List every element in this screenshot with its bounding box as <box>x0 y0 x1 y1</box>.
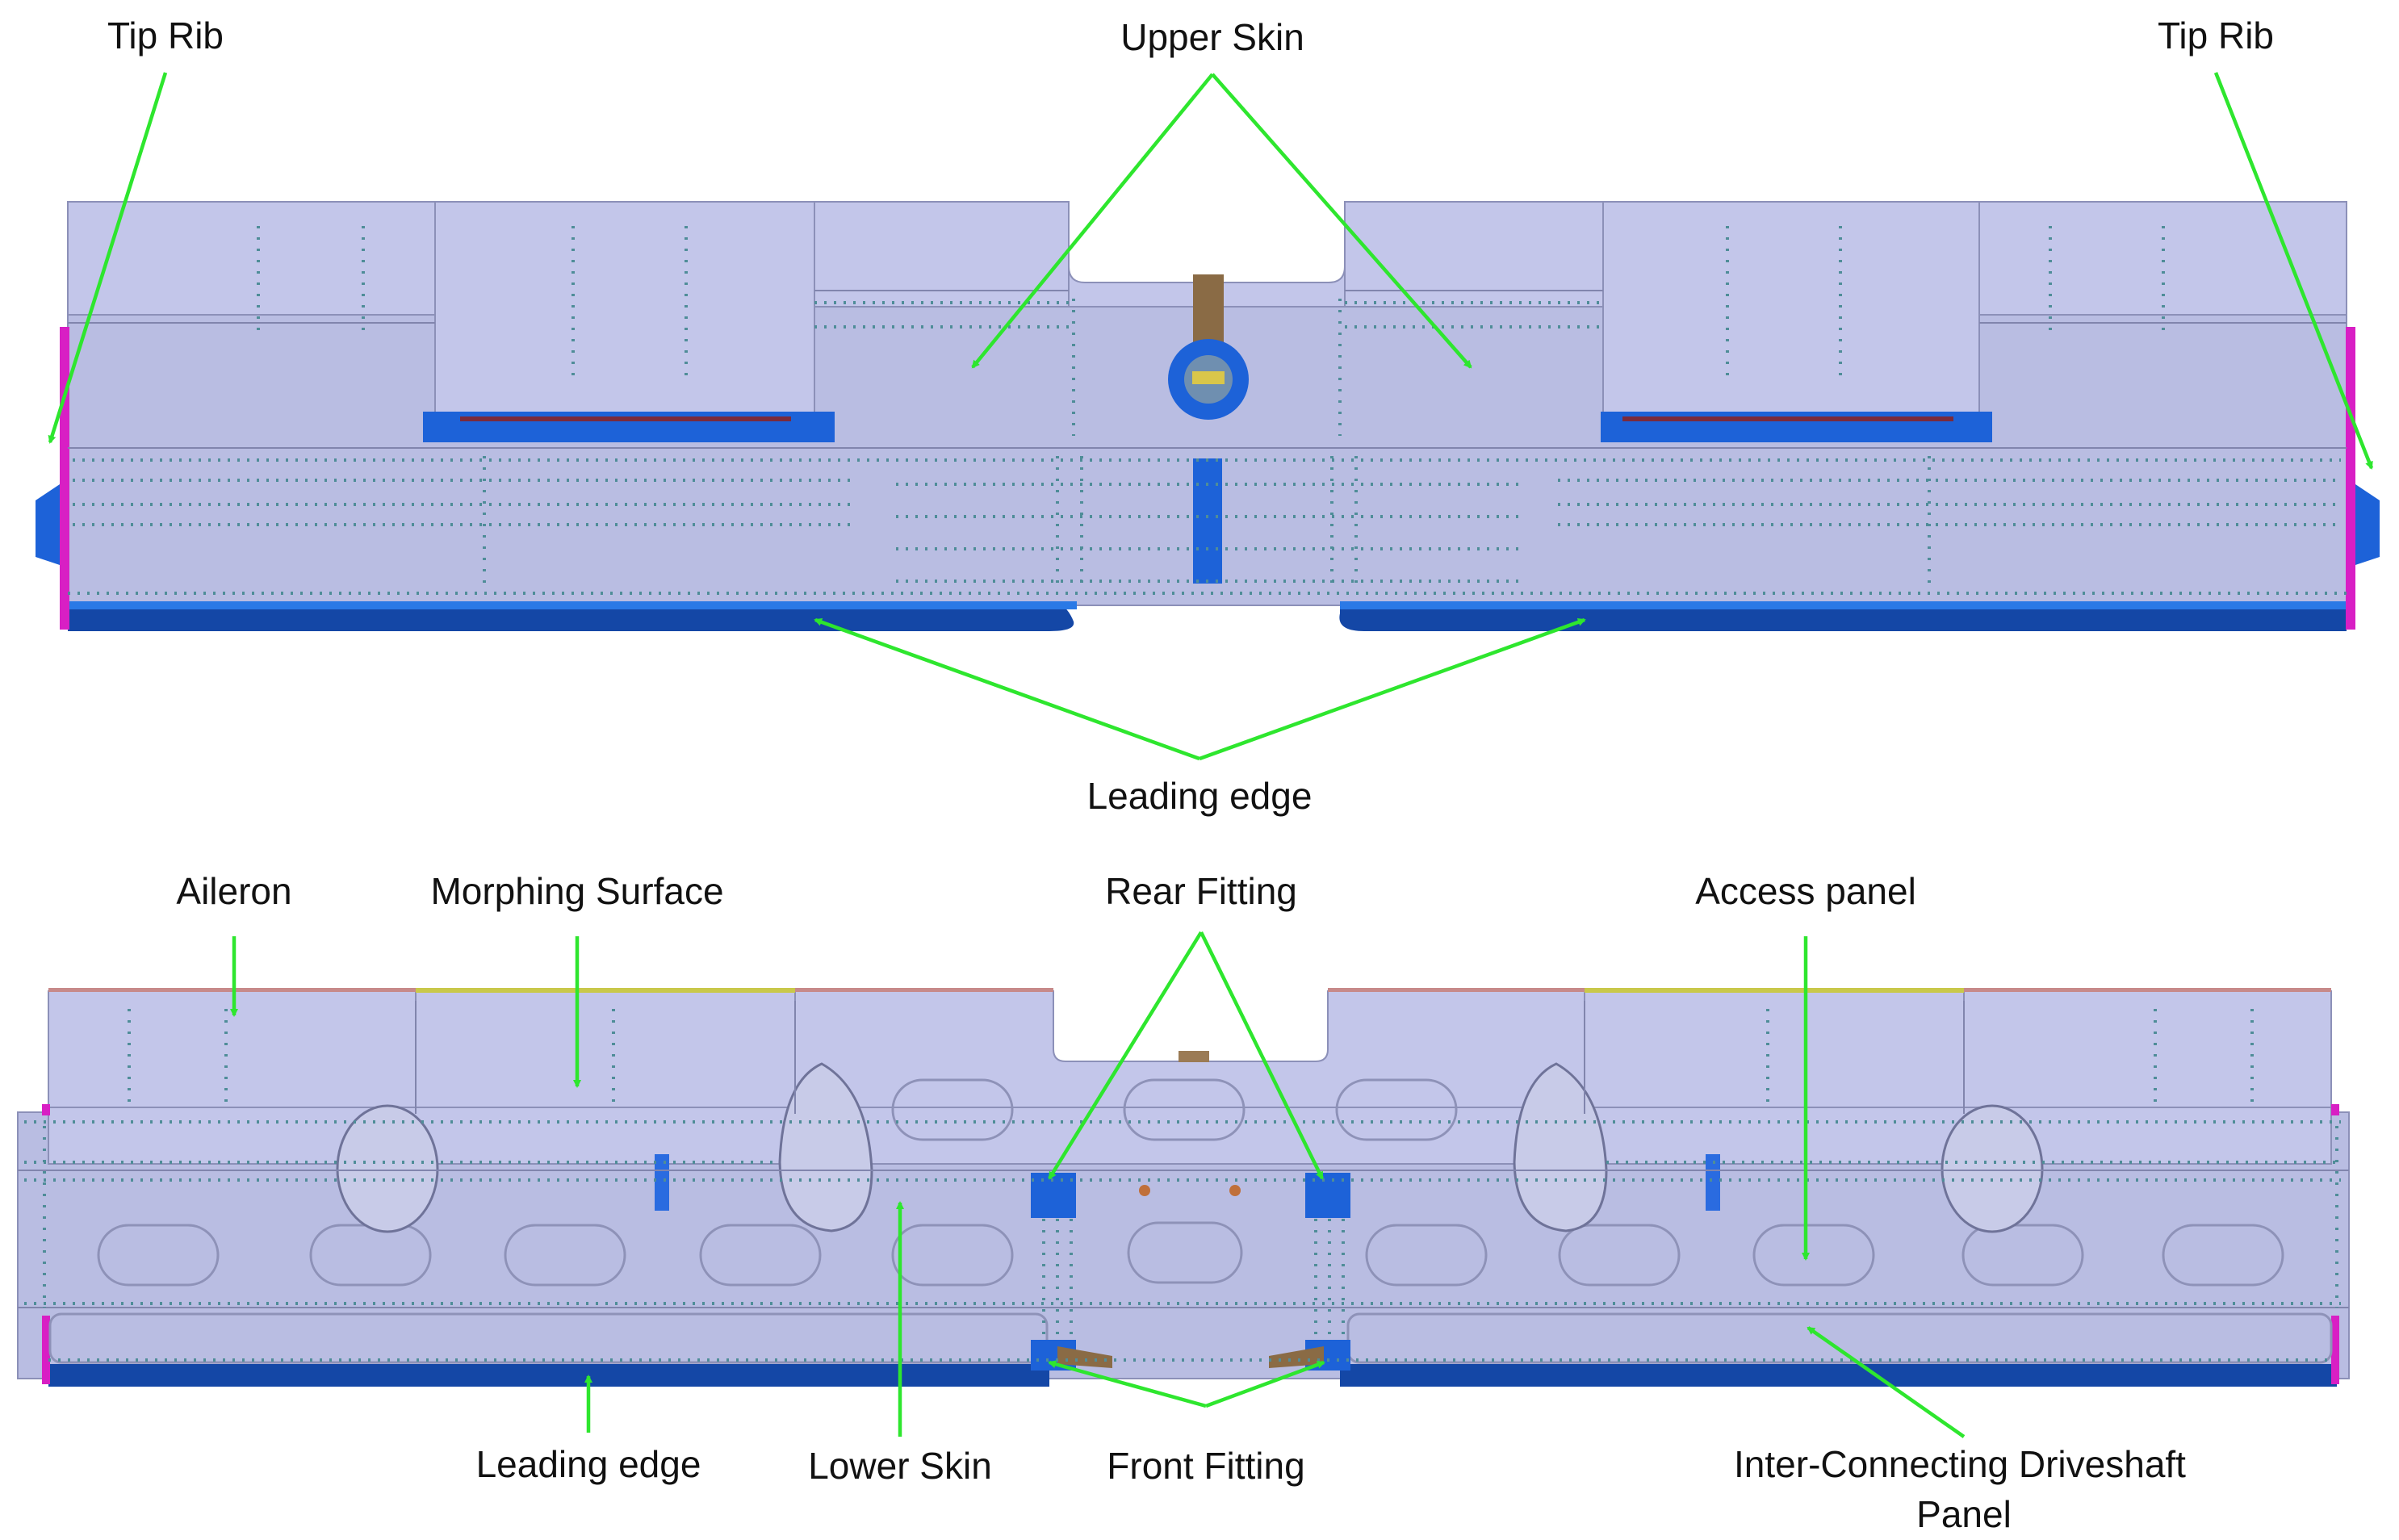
aileron-shape <box>48 990 417 1113</box>
upper-strip-right <box>1601 412 1992 442</box>
label-tip-rib-left: Tip Rib <box>107 15 224 56</box>
label-leading-edge-upper: Leading edge <box>1087 775 1313 817</box>
label-tip-rib-right: Tip Rib <box>2158 15 2274 56</box>
tip-rib-right-shape <box>2346 327 2355 630</box>
lower-leading-edge <box>48 1364 1049 1387</box>
tip-rib-left-shape <box>60 327 69 630</box>
morphing-surface-shape <box>415 990 796 1113</box>
lower-wing-view <box>17 988 2350 1387</box>
access-panels <box>97 1078 2284 1287</box>
lower-callout-arrows <box>230 931 1966 1438</box>
label-aileron: Aileron <box>176 870 291 912</box>
icd-panel-left <box>48 1312 1049 1364</box>
label-morphing-surface: Morphing Surface <box>430 870 723 912</box>
upper-strip-left <box>423 412 835 442</box>
label-upper-skin: Upper Skin <box>1120 16 1304 58</box>
icd-panel-right <box>1346 1312 2333 1364</box>
label-lower-skin: Lower Skin <box>808 1445 992 1487</box>
label-rear-fitting: Rear Fitting <box>1105 870 1297 912</box>
upper-callout-arrows <box>48 72 2374 761</box>
label-front-fitting: Front Fitting <box>1107 1445 1304 1487</box>
label-leading-edge-lower: Leading edge <box>476 1443 701 1485</box>
upper-wing-view <box>36 201 2380 631</box>
label-access-panel: Access panel <box>1695 870 1916 912</box>
label-icd-panel-line1: Inter-Connecting Driveshaft <box>1734 1443 2186 1485</box>
label-icd-panel-line2: Panel <box>1916 1493 2012 1535</box>
